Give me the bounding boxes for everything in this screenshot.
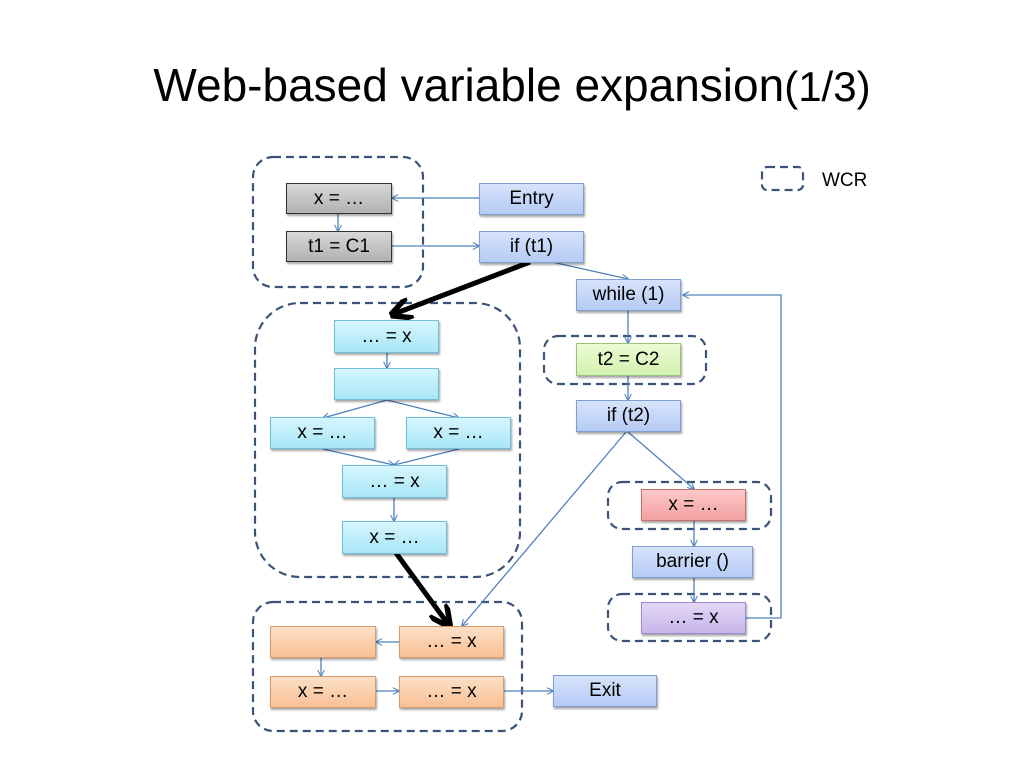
slide-title-text: Web-based variable expansion bbox=[153, 59, 785, 111]
slide-title-suffix: (1/3) bbox=[784, 63, 871, 110]
wcr-region-purple bbox=[606, 592, 773, 643]
bold-arrow-web-to-orange bbox=[393, 551, 448, 624]
node-x-def-cyan-right: x = … bbox=[406, 417, 511, 449]
node-while-1: while (1) bbox=[576, 279, 681, 311]
node-use-x-orange-bottom: … = x bbox=[399, 676, 504, 708]
cfg-edges bbox=[321, 198, 782, 691]
node-x-def-cyan-bottom: x = … bbox=[342, 521, 447, 554]
edge-purple-loop-back bbox=[683, 295, 782, 619]
wcr-region-bottom-left bbox=[251, 600, 524, 733]
node-if-t1: if (t1) bbox=[479, 231, 584, 263]
wcr-region-red bbox=[606, 480, 773, 531]
node-t2-c2: t2 = C2 bbox=[576, 343, 681, 376]
edge-empty-to-left bbox=[323, 399, 388, 418]
node-use-x-cyan-top: … = x bbox=[334, 320, 439, 353]
bold-arrow-if-t1-to-web bbox=[394, 259, 531, 314]
node-x-def-red: x = … bbox=[641, 489, 746, 521]
highlight-arrows bbox=[393, 259, 531, 624]
node-barrier: barrier () bbox=[632, 546, 753, 578]
legend-wcr-swatch bbox=[760, 165, 805, 192]
edge-empty-to-right bbox=[386, 399, 459, 418]
node-use-x-purple: … = x bbox=[641, 602, 746, 634]
node-x-def-orange: x = … bbox=[270, 676, 376, 708]
edge-right-to-mid bbox=[394, 448, 460, 465]
edge-if-t2-to-orange bbox=[462, 431, 627, 626]
node-orange-empty bbox=[270, 626, 376, 658]
node-use-x-cyan-mid: … = x bbox=[342, 465, 447, 498]
wcr-region-middle-left bbox=[253, 301, 522, 579]
node-if-t2: if (t2) bbox=[576, 400, 681, 432]
edge-if-t2-to-red bbox=[627, 431, 694, 489]
node-exit: Exit bbox=[553, 675, 657, 707]
node-cyan-empty bbox=[334, 368, 439, 400]
node-use-x-orange-top: … = x bbox=[399, 626, 504, 658]
node-x-def-cyan-left: x = … bbox=[270, 417, 375, 449]
edge-left-to-mid bbox=[322, 448, 394, 465]
node-t1-c1: t1 = C1 bbox=[286, 231, 392, 262]
node-x-def-gray: x = … bbox=[286, 183, 392, 214]
slide-title: Web-based variable expansion(1/3) bbox=[0, 62, 1024, 108]
node-entry: Entry bbox=[479, 183, 584, 215]
wcr-region-top-left bbox=[251, 155, 425, 289]
wcr-regions bbox=[251, 155, 805, 733]
edge-if-t1-to-while bbox=[551, 261, 628, 279]
legend-wcr-label: WCR bbox=[822, 170, 868, 191]
wcr-region-t2 bbox=[542, 334, 708, 386]
